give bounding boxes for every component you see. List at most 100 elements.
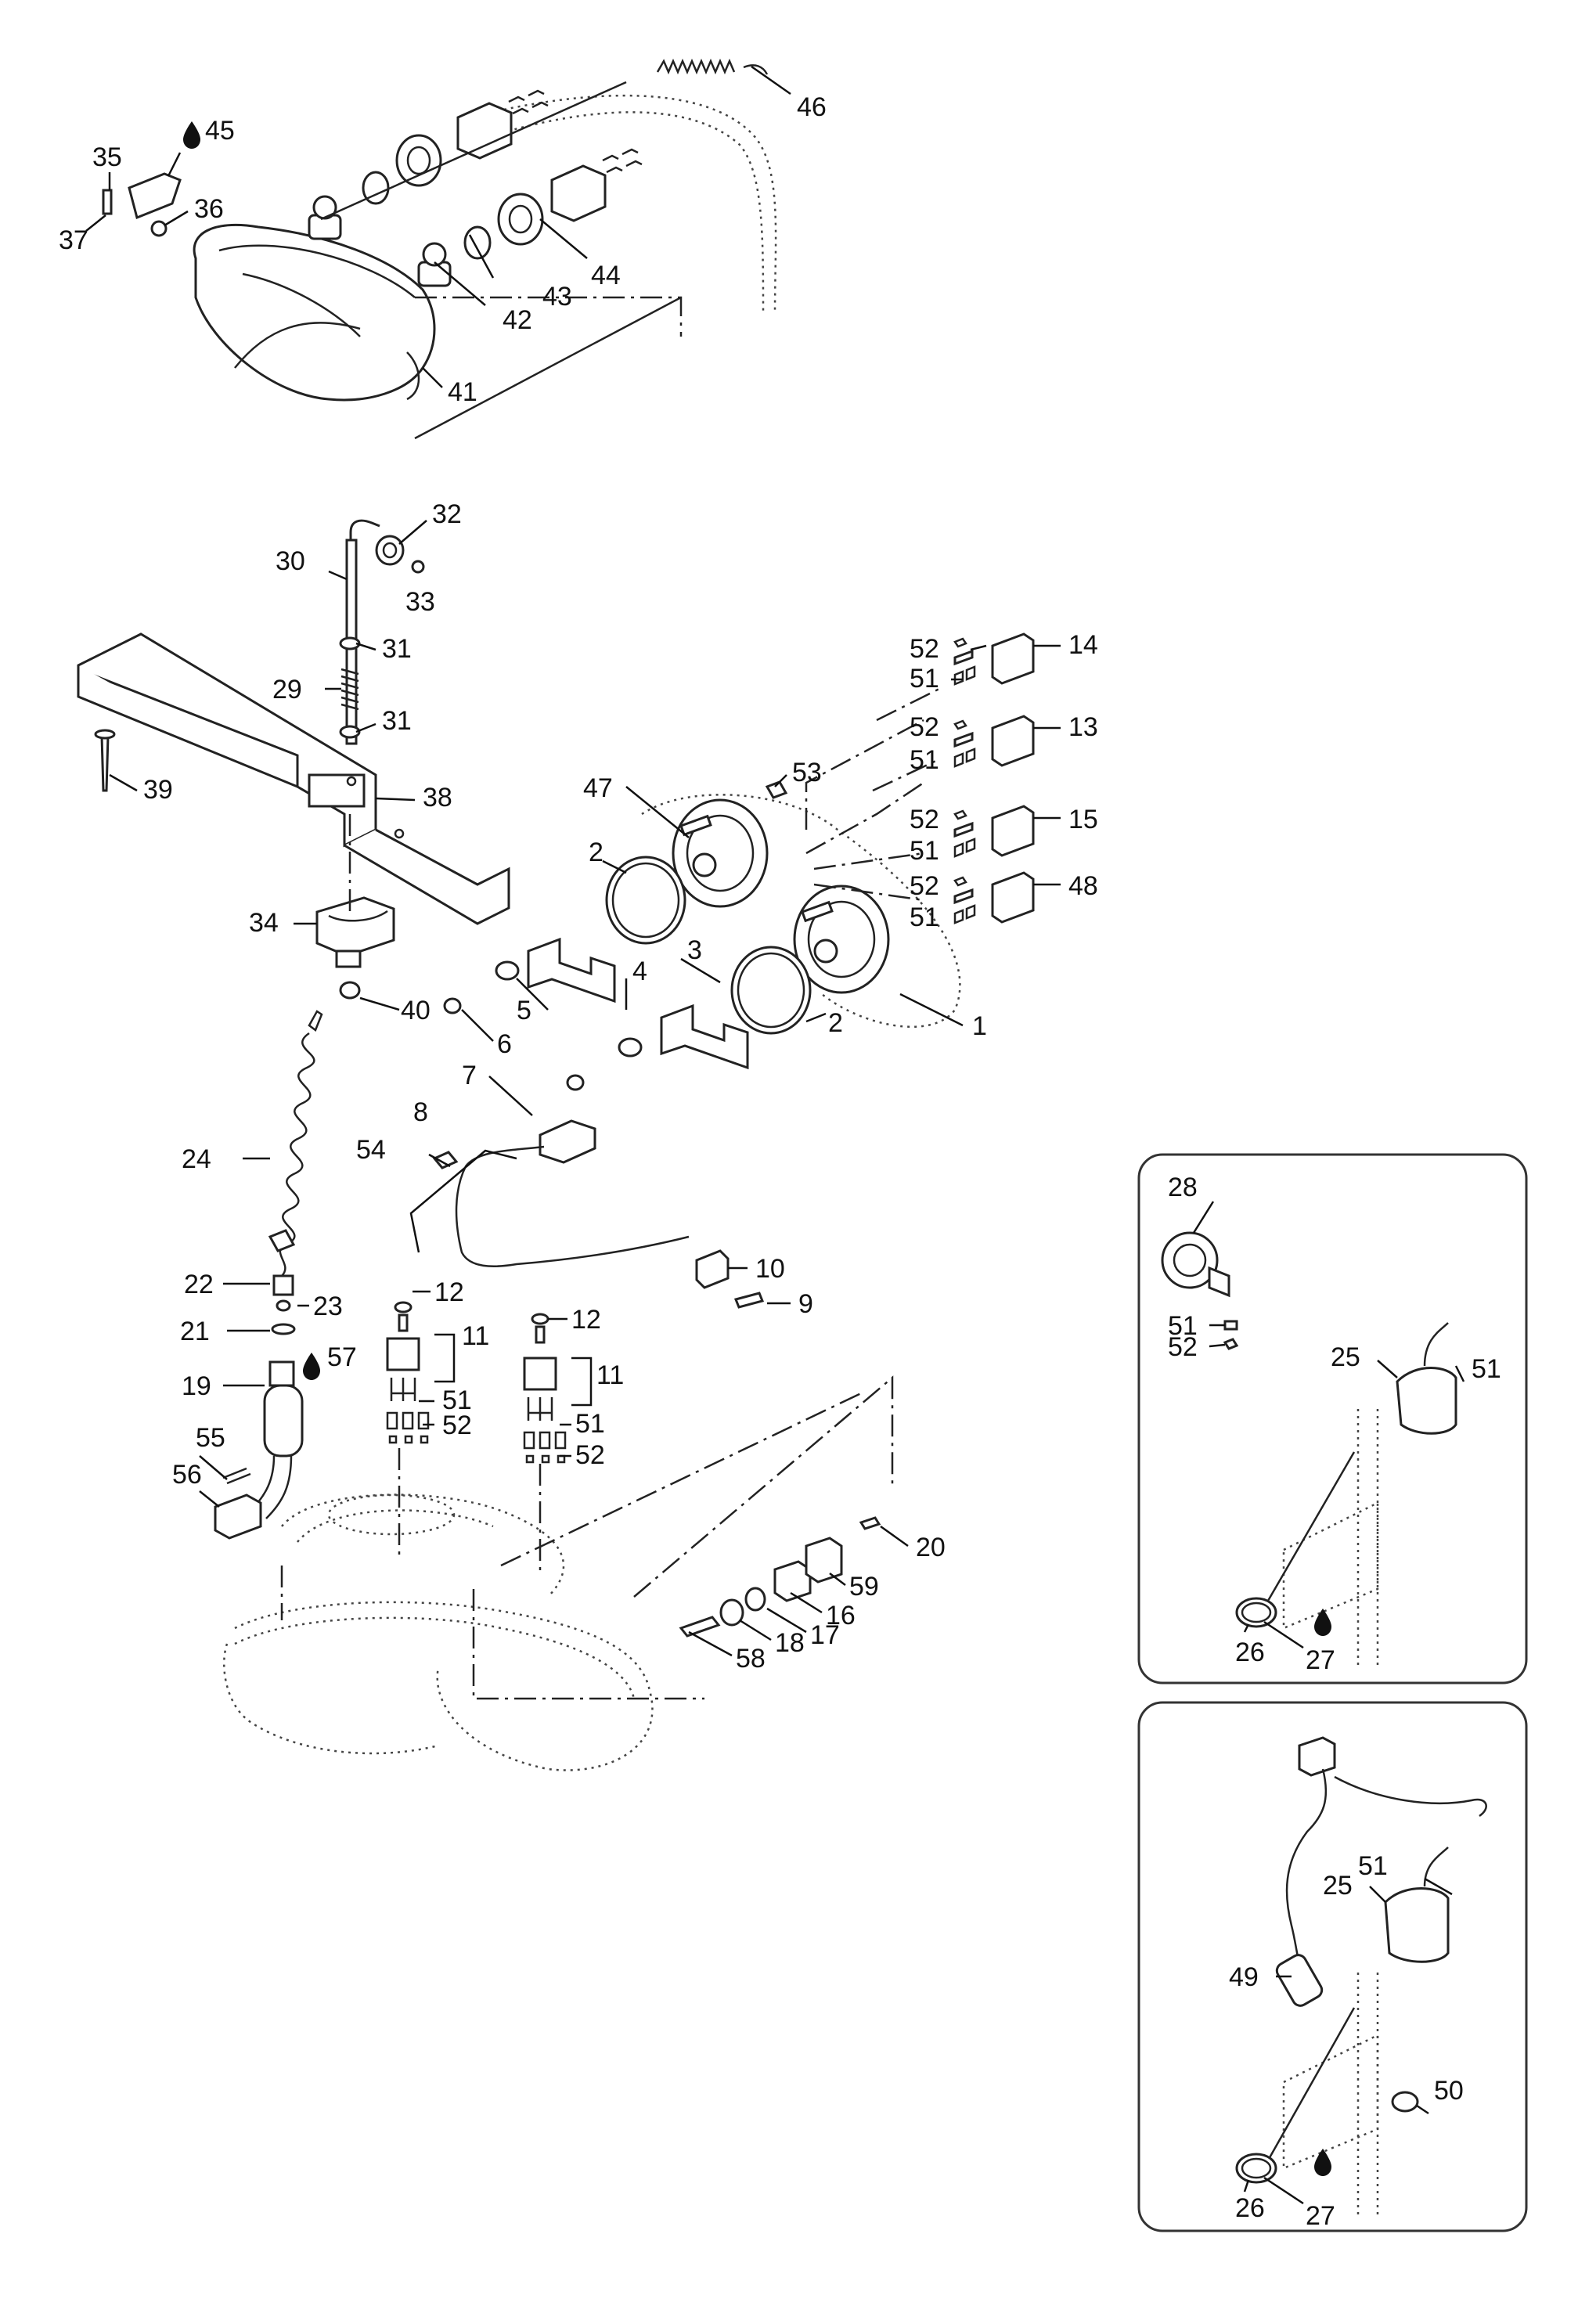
callout-label: 53 [792, 758, 822, 787]
callout-label: 54 [356, 1135, 386, 1165]
callout-label: 20 [916, 1533, 946, 1562]
callout-label: 10 [755, 1254, 785, 1284]
callout-label: 32 [432, 499, 462, 529]
callout-label: 19 [182, 1371, 211, 1401]
callout-label: 6 [497, 1029, 512, 1059]
callout-label: 9 [798, 1289, 813, 1319]
callout-label: 12 [571, 1305, 601, 1335]
oil-drop-icon [303, 1353, 320, 1380]
callout-label: 27 [1306, 1645, 1335, 1675]
switch-housing-15 [953, 805, 1035, 857]
oil-drop-icon [1314, 2149, 1331, 2176]
callout-label: 5 [517, 996, 531, 1025]
callout-label: 48 [1068, 871, 1098, 901]
callout-label: 2 [828, 1008, 843, 1038]
callout-label: 52 [1168, 1332, 1198, 1362]
rocker-switch-11-left [386, 1301, 420, 1401]
callout-label: 51 [1358, 1851, 1388, 1881]
bulb-42-left [308, 195, 342, 240]
lower-switch-assembly [214, 1010, 894, 1771]
callout-label: 38 [423, 783, 452, 812]
callout-label: 52 [910, 805, 939, 834]
callout-label: 24 [182, 1144, 211, 1174]
callout-label: 4 [632, 957, 647, 986]
callout-label: 13 [1068, 712, 1098, 742]
callout-label: 31 [382, 634, 412, 664]
callout-label: 57 [327, 1342, 357, 1372]
inset-box-upper [1137, 1153, 1528, 1684]
callout-label: 27 [1306, 2201, 1335, 2231]
callout-label: 3 [687, 935, 702, 965]
callout-label: 51 [910, 903, 939, 932]
inset-box-lower [1137, 1701, 1528, 2232]
seal-44-lower [497, 193, 544, 246]
callout-label: 26 [1235, 1638, 1265, 1667]
callout-label: 36 [194, 194, 224, 224]
callout-label: 51 [910, 745, 939, 775]
callout-label: 41 [448, 377, 477, 407]
callout-label: 44 [591, 261, 621, 290]
callout-label: 1 [972, 1011, 987, 1041]
callout-label: 52 [575, 1440, 605, 1470]
callout-label: 12 [434, 1277, 464, 1307]
switch-housing-14 [953, 632, 1035, 685]
callout-label: 7 [462, 1061, 477, 1090]
callout-label: 8 [413, 1097, 428, 1127]
callout-label: 51 [910, 836, 939, 866]
callout-label: 40 [401, 996, 431, 1025]
switch-housing-48 [953, 871, 1035, 924]
bulb-42-right [417, 242, 452, 287]
seal-44-upper [395, 134, 442, 187]
callout-label: 11 [462, 1321, 489, 1351]
leader-lines [85, 65, 1465, 2205]
callout-label: 51 [910, 664, 939, 694]
callout-label: 45 [205, 116, 235, 146]
callout-label: 29 [272, 675, 302, 704]
callout-label: 52 [910, 871, 939, 901]
gauge-47 [672, 798, 769, 908]
callout-label: 14 [1068, 630, 1098, 660]
callout-label: 50 [1434, 2076, 1464, 2106]
callout-label: 21 [180, 1317, 210, 1346]
callout-label: 51 [575, 1409, 605, 1439]
callout-label: 51 [1472, 1354, 1501, 1384]
callout-label: 46 [797, 92, 827, 122]
callout-label: 58 [736, 1644, 766, 1674]
rocker-switch-11-right [523, 1313, 557, 1421]
callout-label: 23 [313, 1292, 343, 1321]
callout-label: 42 [503, 305, 532, 335]
callout-label: 18 [775, 1628, 805, 1658]
callout-label: 51 [442, 1385, 472, 1415]
callout-label: 52 [442, 1411, 472, 1440]
callout-label: 51 [1168, 1311, 1198, 1341]
callout-label: 11 [596, 1360, 624, 1390]
callout-label: 26 [1235, 2193, 1265, 2223]
switch-housing-13 [953, 715, 1035, 767]
callout-label: 16 [826, 1601, 856, 1630]
callout-label: 37 [59, 225, 88, 255]
callout-label: 33 [405, 587, 435, 617]
callout-label: 59 [849, 1572, 879, 1602]
callout-label: 31 [382, 706, 412, 736]
callout-label: 43 [542, 282, 572, 312]
callout-label: 17 [810, 1620, 840, 1650]
callout-label: 15 [1068, 805, 1098, 834]
callout-label: 55 [196, 1423, 225, 1453]
callout-label: 47 [583, 773, 613, 803]
callout-label: 25 [1331, 1342, 1360, 1372]
callout-label: 2 [589, 838, 603, 867]
callout-label: 56 [172, 1460, 202, 1490]
callout-label: 39 [143, 775, 173, 805]
callout-label: 22 [184, 1270, 214, 1299]
callout-label: 52 [910, 712, 939, 742]
callout-label: 49 [1229, 1962, 1259, 1992]
callout-label: 34 [249, 908, 279, 938]
callout-label: 25 [1323, 1871, 1353, 1901]
callout-label: 35 [92, 142, 122, 172]
callout-label: 28 [1168, 1173, 1198, 1202]
callout-label: 52 [910, 634, 939, 664]
callout-labels: 46 45 35 36 37 44 43 42 41 32 30 33 31 2… [59, 92, 1501, 2231]
oil-drop-icon [1314, 1609, 1331, 1636]
gauge-1 [793, 885, 890, 994]
